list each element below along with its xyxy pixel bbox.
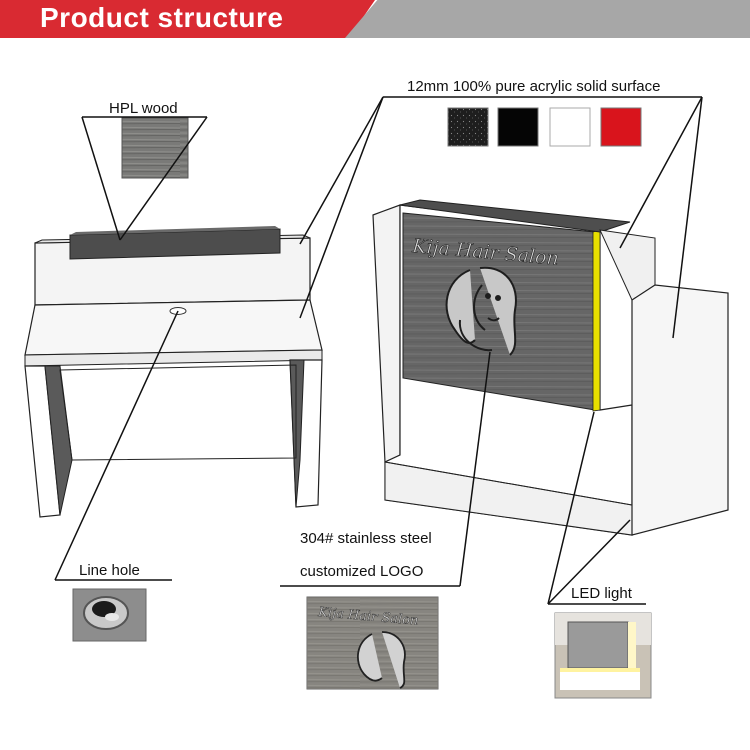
led-photo <box>554 612 652 699</box>
label-steel-line1: 304# stainless steel <box>300 530 432 547</box>
hair-salon-face-logo-icon <box>445 266 517 356</box>
label-hpl-wood: HPL wood <box>109 100 178 117</box>
steel-logo-photo: Kija Hair Salon <box>306 596 439 690</box>
label-steel-line2: customized LOGO <box>300 563 424 580</box>
counter-side-return <box>631 284 729 536</box>
swatch-red <box>600 107 642 147</box>
line-hole-photo <box>72 588 147 642</box>
swatch-black <box>497 107 539 147</box>
reception-counter: Kija Hair Salon <box>372 199 729 536</box>
page-title: Product structure <box>40 2 284 33</box>
led-strip <box>592 229 601 412</box>
leader-lines <box>54 96 703 605</box>
label-acrylic-surface: 12mm 100% pure acrylic solid surface <box>407 78 661 95</box>
swatch-black-sparkle <box>447 107 489 147</box>
header-red-band <box>0 0 375 38</box>
hpl-wood-swatch <box>121 117 189 179</box>
counter-top <box>399 199 631 233</box>
counter-left-side <box>372 204 401 463</box>
label-line-hole: Line hole <box>79 562 140 579</box>
label-led-light: LED light <box>571 585 632 602</box>
section-header: Product structure <box>0 0 750 38</box>
back-desk <box>24 226 323 518</box>
swatch-white <box>549 107 591 147</box>
header-gray-band <box>345 0 750 38</box>
